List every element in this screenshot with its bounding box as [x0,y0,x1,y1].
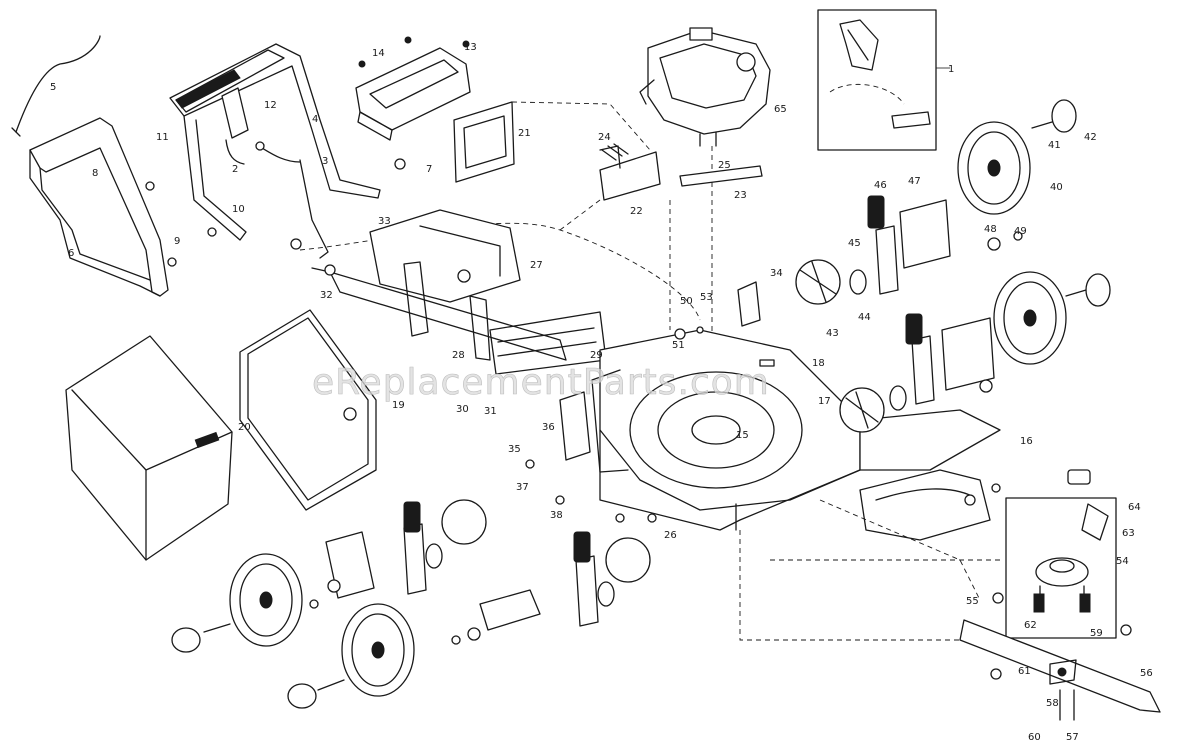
bracket-22 [511,101,661,231]
callout-label: 15 [736,430,749,441]
height-adjuster-upper [867,195,899,295]
callout-label: 21 [518,128,531,139]
grass-bag [65,335,233,561]
callout-label: 11 [156,132,169,143]
callout-label: 41 [1048,140,1061,151]
callout-label: 14 [372,48,385,59]
callout-label: 3 [322,156,328,167]
callout-label: 8 [92,168,98,179]
callout-labels: 1 2 3 4 5 6 7 8 9 10 11 12 13 14 15 16 1… [50,42,1153,743]
wheel-rear-lower [993,271,1067,365]
callout-label: 20 [238,422,251,433]
bracket-23 [669,165,763,330]
callout-label: 23 [734,190,747,201]
blade-adapter [1005,469,1117,639]
callout-label: 34 [770,268,783,279]
small-hardware [525,281,1132,680]
wheel-front-left [229,553,303,647]
callout-label: 45 [848,238,861,249]
callout-label: 63 [1122,528,1135,539]
callout-label: 10 [232,204,245,215]
callout-label: 46 [874,180,887,191]
height-adjuster-mid [905,313,935,405]
callout-label: 9 [174,236,180,247]
callout-label: 40 [1050,182,1063,193]
wheel-bolts [203,121,1087,691]
callout-label: 12 [264,100,277,111]
callout-label: 27 [530,260,543,271]
callout-label: 16 [1020,436,1033,447]
callout-label: 19 [392,400,405,411]
callout-label: 28 [452,350,465,361]
callout-label: 60 [1028,732,1041,743]
mower-deck [591,329,1010,641]
callout-label: 17 [818,396,831,407]
callout-label: 53 [700,292,713,303]
callout-label: 49 [1014,226,1027,237]
gear-plates [441,259,885,583]
callout-label: 5 [50,82,56,93]
callout-label: 13 [464,42,477,53]
callout-label: 37 [516,482,529,493]
callout-label: 57 [1066,732,1079,743]
callout-label: 42 [1084,132,1097,143]
callout-label: 43 [826,328,839,339]
callout-label: 62 [1024,620,1037,631]
bracket-21 [453,101,515,183]
callout-label: 36 [542,422,555,433]
callout-label: 31 [484,406,497,417]
blade [959,619,1161,721]
callout-label: 47 [908,176,921,187]
callout-label: 58 [1046,698,1059,709]
callout-label: 48 [984,224,997,235]
callout-label: 56 [1140,668,1153,679]
spacers [425,269,907,607]
handle-assembly [11,35,701,321]
callout-label: 33 [378,216,391,227]
callout-label: 6 [68,248,74,259]
callout-label: 65 [774,104,787,115]
grass-bag-frame [239,309,377,511]
callout-label: 50 [680,296,693,307]
inset-box [817,9,950,151]
callout-label: 22 [630,206,643,217]
height-adjuster-lower-left [403,501,427,595]
callout-label: 61 [1018,666,1031,677]
callout-label: 30 [456,404,469,415]
engine [639,27,771,420]
callout-label: 2 [232,164,238,175]
watermark-text: eReplacementParts.com [312,362,770,403]
callout-label: 54 [1116,556,1129,567]
callout-label: 25 [718,160,731,171]
engine-cover [355,36,471,141]
callout-label: 59 [1090,628,1103,639]
callout-label: 1 [948,64,954,75]
callout-label: 29 [590,350,603,361]
callout-label: 26 [664,530,677,541]
callout-label: 4 [312,114,318,125]
callout-label: 24 [598,132,611,143]
callout-label: 7 [426,164,432,175]
hub-caps [171,99,1111,709]
rear-guard-27 [369,209,521,303]
wheel-rear-upper [957,121,1031,215]
callout-label: 35 [508,444,521,455]
callout-label: 38 [550,510,563,521]
callout-label: 32 [320,290,333,301]
callout-label: 55 [966,596,979,607]
callout-label: 64 [1128,502,1141,513]
wheel-front-right [341,603,415,697]
callout-label: 51 [672,340,685,351]
height-adjuster-lower-right [573,531,599,627]
callout-label: 18 [812,358,825,369]
callout-label: 44 [858,312,871,323]
washers-nuts [309,231,1023,645]
